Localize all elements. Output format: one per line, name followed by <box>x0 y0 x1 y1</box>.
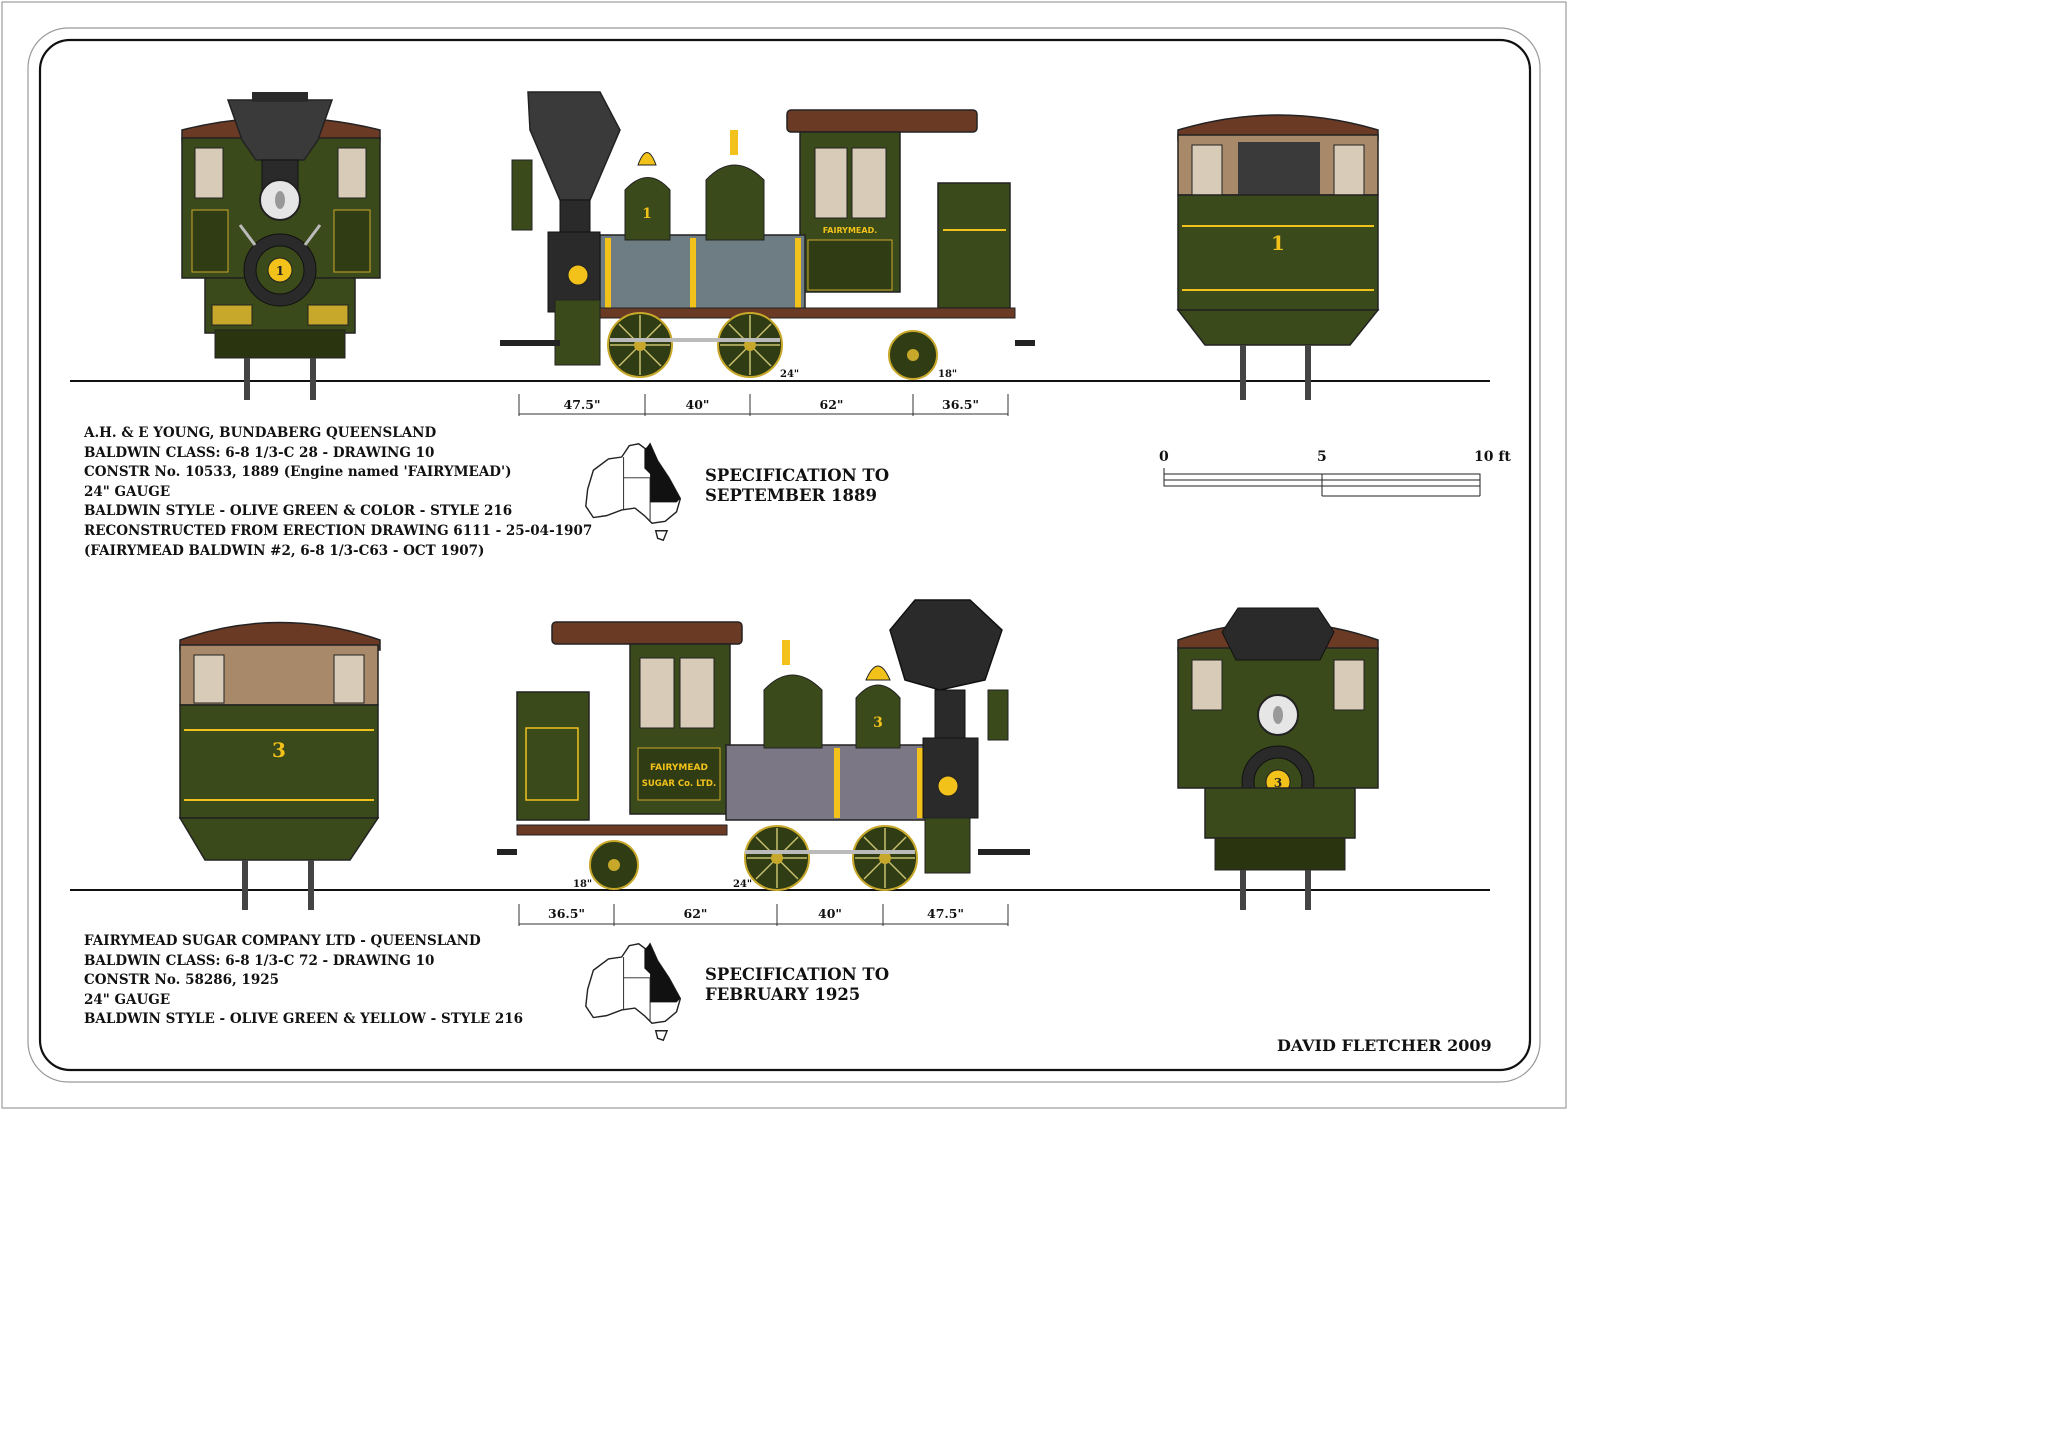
svg-text:3: 3 <box>873 715 883 731</box>
svg-text:1: 1 <box>642 206 652 222</box>
bottom-info-line: BALDWIN STYLE - OLIVE GREEN & YELLOW - S… <box>84 1011 524 1028</box>
top-info-line: BALDWIN CLASS: 6-8 1/3-C 28 - DRAWING 10 <box>84 444 435 461</box>
bottom-dimension-label: 47.5" <box>927 906 964 921</box>
top-info-line: RECONSTRUCTED FROM ERECTION DRAWING 6111… <box>84 522 593 539</box>
bottom-front-view: 3 <box>1177 607 1379 910</box>
top-front-view: 1 <box>181 92 381 400</box>
bottom-spec-line-1: SPECIFICATION TO <box>705 965 890 984</box>
bottom-rear-number: 3 <box>272 738 286 762</box>
bottom-info-line: CONSTR No. 58286, 1925 <box>84 972 280 989</box>
scale-label-0: 0 <box>1159 449 1169 465</box>
svg-text:1: 1 <box>276 264 284 278</box>
bottom-dimension-lines <box>518 904 1009 926</box>
scale-bar <box>1163 468 1481 497</box>
top-info-line: (FAIRYMEAD BALDWIN #2, 6-8 1/3-C63 - OCT… <box>84 542 485 559</box>
top-info-block: A.H. & E YOUNG, BUNDABERG QUEENSLAND BAL… <box>84 424 592 561</box>
bottom-info-line: FAIRYMEAD SUGAR COMPANY LTD - QUEENSLAND <box>84 933 481 949</box>
bottom-cab-name-1: FAIRYMEAD <box>650 763 708 773</box>
top-trailing-wheel-label: 18" <box>938 369 958 380</box>
top-rear-view: 1 <box>1176 114 1380 400</box>
top-info-line: A.H. & E YOUNG, BUNDABERG QUEENSLAND <box>84 425 437 441</box>
bottom-driving-wheel-label: 24" <box>733 879 753 890</box>
top-dimension-label: 40" <box>685 397 710 412</box>
bottom-specification: SPECIFICATION TO FEBRUARY 1925 <box>705 965 889 1005</box>
frame-inner <box>38 38 1532 1072</box>
bottom-info-block: FAIRYMEAD SUGAR COMPANY LTD - QUEENSLAND… <box>84 932 523 1030</box>
bottom-side-view-locomotive: FAIRYMEAD SUGAR Co. LTD. 3 <box>497 599 1030 891</box>
bottom-dimension-label: 36.5" <box>548 906 585 921</box>
top-australia-map <box>585 443 682 541</box>
drawing-sheet: 1 FAIRYMEAD. 1 <box>1 1 1567 1109</box>
top-info-line: CONSTR No. 10533, 1889 (Engine named 'FA… <box>84 464 512 481</box>
author-signature: DAVID FLETCHER 2009 <box>1277 1036 1492 1055</box>
svg-text:3: 3 <box>1274 776 1282 790</box>
top-dimension-lines <box>518 394 1009 416</box>
bottom-rear-view: 3 <box>178 621 381 910</box>
bottom-cab-name-2: SUGAR Co. LTD. <box>642 779 716 789</box>
bottom-dimension-label: 40" <box>818 906 842 921</box>
top-cab-name: FAIRYMEAD. <box>823 226 878 235</box>
bottom-australia-map <box>585 943 682 1041</box>
bottom-info-line: 24" GAUGE <box>84 991 171 1008</box>
bottom-trailing-wheel-label: 18" <box>573 879 593 890</box>
top-side-view-locomotive: FAIRYMEAD. 1 <box>500 91 1035 380</box>
bottom-info-line: BALDWIN CLASS: 6-8 1/3-C 72 - DRAWING 10 <box>84 952 435 969</box>
top-rear-number: 1 <box>1271 231 1285 255</box>
top-driving-wheel-label: 24" <box>780 369 800 380</box>
outer-border <box>1 1 1567 1109</box>
bottom-dimension-label: 62" <box>683 906 708 921</box>
top-spec-line-1: SPECIFICATION TO <box>705 466 890 485</box>
top-info-line: BALDWIN STYLE - OLIVE GREEN & COLOR - ST… <box>84 503 513 520</box>
scale-label-5: 5 <box>1317 449 1327 465</box>
top-spec-line-2: SEPTEMBER 1889 <box>705 486 877 505</box>
bottom-spec-line-2: FEBRUARY 1925 <box>705 985 861 1004</box>
scale-label-10ft: 10 ft <box>1474 449 1511 465</box>
top-specification: SPECIFICATION TO SEPTEMBER 1889 <box>705 466 889 506</box>
top-dimension-label: 62" <box>819 397 844 412</box>
frame-outer <box>27 27 1541 1083</box>
top-info-line: 24" GAUGE <box>84 483 171 500</box>
top-dimension-label: 47.5" <box>563 397 601 412</box>
top-dimension-label: 36.5" <box>942 397 979 412</box>
